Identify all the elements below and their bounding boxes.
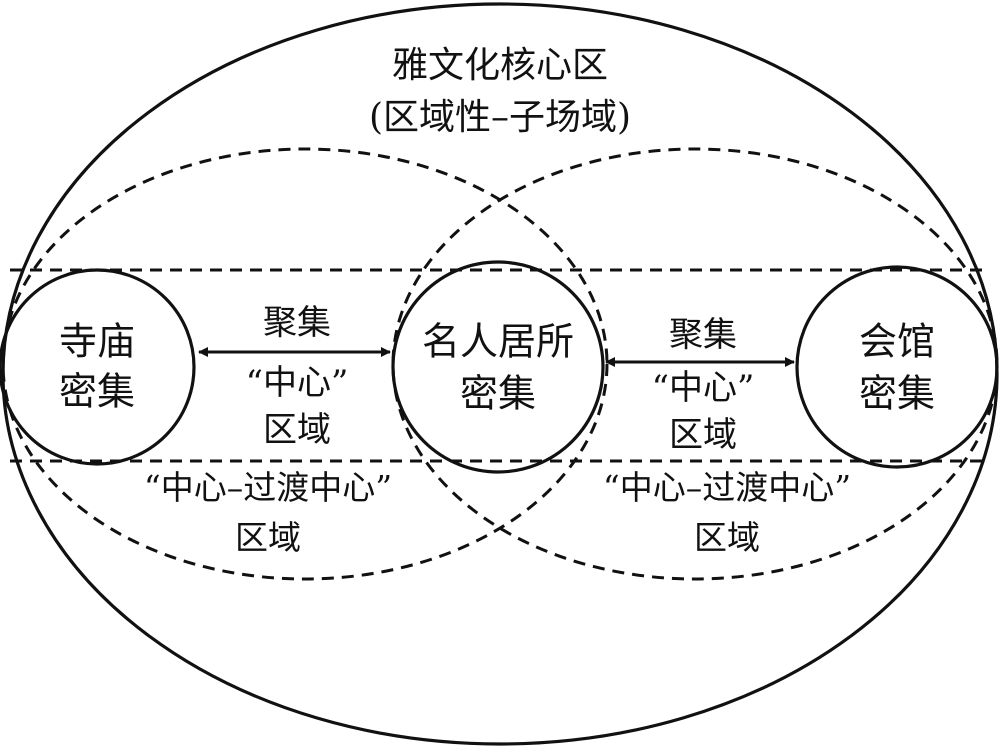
left-central-zone-line1: 聚集	[263, 303, 331, 343]
guild-hall-label-line1: 会馆	[859, 320, 935, 364]
right-central-zone-line1: 聚集	[669, 315, 737, 355]
core-area-subtitle: (区域性–子场域)	[369, 97, 631, 138]
right-central-zone-line3: 区域	[669, 415, 737, 455]
guild-hall-cluster-circle	[795, 265, 999, 469]
celebrity-residence-cluster-circle	[391, 260, 605, 474]
guild-hall-label-line2: 密集	[859, 372, 935, 416]
left-central-zone-line2: “中心”	[246, 363, 349, 403]
right-transition-zone-line2: 区域	[694, 518, 760, 557]
temple-label-line2: 密集	[59, 370, 135, 414]
temple-cluster-circle	[0, 268, 196, 466]
right-central-zone-line2: “中心”	[652, 368, 755, 408]
core-area-title: 雅文化核心区	[392, 45, 608, 86]
left-transition-zone-line1: “中心–过渡中心”	[144, 468, 392, 507]
left-central-zone-line3: 区域	[263, 410, 331, 450]
temple-label-line1: 寺庙	[59, 320, 135, 364]
right-transition-zone-line1: “中心–过渡中心”	[603, 468, 851, 507]
right-transition-ellipse	[391, 147, 999, 581]
left-transition-zone-line2: 区域	[235, 518, 301, 557]
celebrity-label-line1: 名人居所	[422, 320, 574, 364]
celebrity-label-line2: 密集	[460, 372, 536, 416]
